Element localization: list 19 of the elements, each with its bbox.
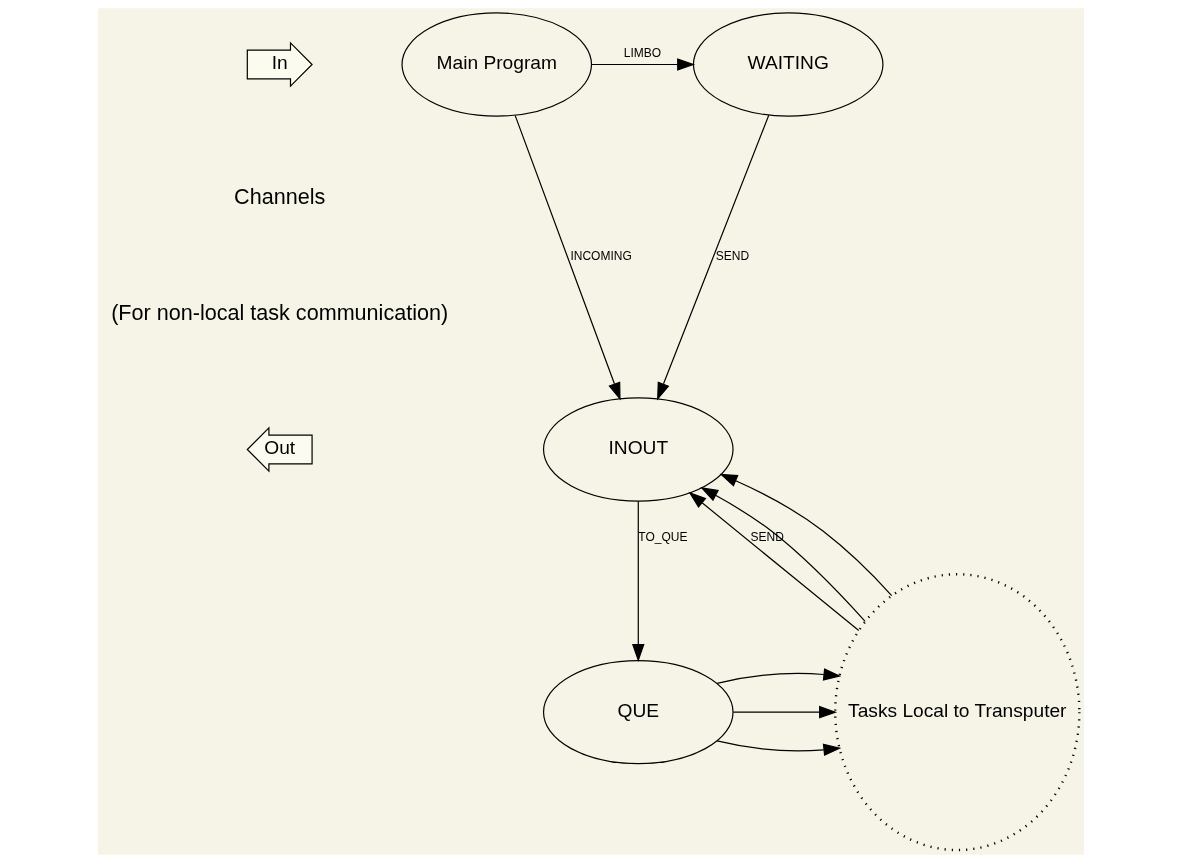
arrow	[514, 114, 621, 401]
node-ellipse: Main Program	[401, 12, 593, 117]
node-ellipse: WAITING	[692, 12, 884, 117]
node-ellipse: Tasks Local to Transputer	[834, 573, 1081, 852]
arrow	[716, 740, 842, 757]
arrow	[700, 487, 866, 622]
arrow	[719, 473, 893, 597]
label: Channels	[234, 184, 326, 210]
arrow	[732, 705, 838, 719]
arrow	[688, 491, 860, 632]
edge-label: LIMBO	[623, 46, 662, 61]
node-ellipse: QUE	[542, 659, 734, 765]
edge-label: SEND	[715, 249, 750, 263]
arrow	[591, 58, 696, 71]
edge-label: INCOMING	[570, 249, 632, 263]
arrow	[657, 114, 770, 401]
arrow	[632, 500, 645, 662]
label: (For non-local task communication)	[111, 300, 449, 326]
arrow	[716, 668, 842, 684]
